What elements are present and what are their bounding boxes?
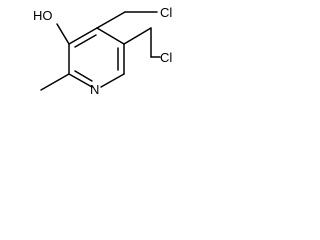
hydroxyl-label: HO — [33, 8, 53, 23]
bond-c2-methyl — [40, 73, 70, 91]
double-bond-n1-c2 — [74, 70, 93, 82]
chlorine-bottom-label: Cl — [160, 50, 172, 65]
bond-c6-n1 — [100, 73, 125, 88]
bond-c3-c4 — [68, 27, 98, 45]
chemical-structure: HO N Cl Cl — [33, 5, 172, 97]
bond-c3-oxygen — [56, 23, 70, 45]
nitrogen-label: N — [90, 82, 99, 97]
bond-c4-c5 — [96, 27, 125, 45]
chlorine-top-label: Cl — [160, 5, 172, 20]
bond-c5-ch2 — [123, 27, 152, 45]
double-bond-c3-c4 — [74, 34, 97, 48]
bond-n1-c2 — [68, 73, 93, 88]
bond-c4-ch2 — [96, 11, 126, 29]
